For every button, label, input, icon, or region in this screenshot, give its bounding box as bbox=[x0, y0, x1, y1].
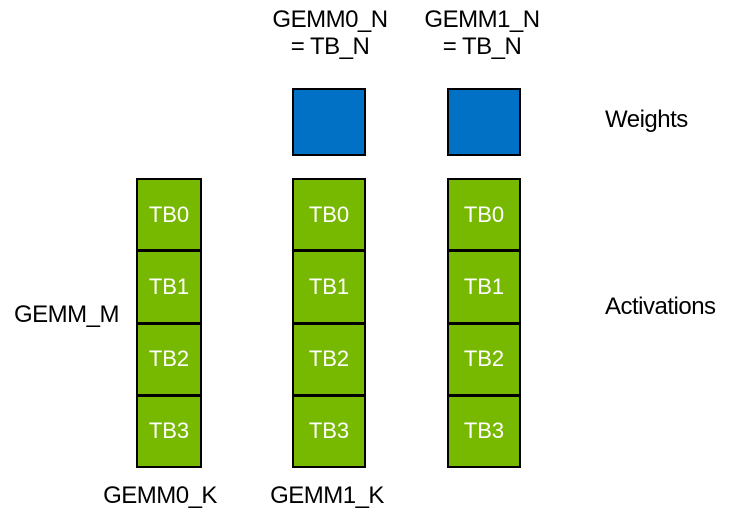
tb-block-label: TB1 bbox=[308, 273, 350, 299]
gemm0-n-dimension-label: GEMM0_N = TB_N bbox=[268, 6, 392, 60]
tb-block-label: TB2 bbox=[308, 346, 350, 372]
gemm1-k-dimension-label: GEMM1_K bbox=[270, 482, 384, 509]
gemm1-n-line1: GEMM1_N bbox=[424, 6, 540, 33]
gemm0-k-dimension-label: GEMM0_K bbox=[103, 482, 217, 509]
tb-block-label: TB0 bbox=[463, 201, 505, 227]
activation-column-0: TB0 TB1 TB2 TB3 bbox=[136, 178, 202, 468]
tb-block: TB0 bbox=[294, 180, 364, 250]
tb-block-label: TB2 bbox=[148, 346, 190, 372]
tb-block-label: TB2 bbox=[463, 346, 505, 372]
activation-column-2: TB0 TB1 TB2 TB3 bbox=[447, 178, 521, 468]
tb-block: TB3 bbox=[449, 396, 519, 466]
tb-block: TB1 bbox=[449, 252, 519, 322]
gemm-m-dimension-label: GEMM_M bbox=[14, 301, 120, 328]
tb-block: TB0 bbox=[138, 180, 200, 250]
weights-tile-1 bbox=[447, 88, 521, 156]
activation-column-1: TB0 TB1 TB2 TB3 bbox=[292, 178, 366, 468]
tb-block: TB2 bbox=[138, 324, 200, 394]
gemm0-n-line1: GEMM0_N bbox=[272, 6, 388, 33]
weights-legend-label: Weights bbox=[605, 106, 688, 133]
tb-block-label: TB3 bbox=[148, 418, 190, 444]
tb-block-label: TB1 bbox=[148, 273, 190, 299]
gemm1-n-line2: = TB_N bbox=[442, 33, 522, 60]
tb-block-label: TB3 bbox=[463, 418, 505, 444]
tb-block: TB3 bbox=[294, 396, 364, 466]
gemm0-n-line2: = TB_N bbox=[290, 33, 370, 60]
activations-legend-label: Activations bbox=[605, 293, 716, 320]
tb-block-label: TB0 bbox=[148, 201, 190, 227]
tb-block-label: TB3 bbox=[308, 418, 350, 444]
weights-tile-0 bbox=[292, 88, 366, 156]
tb-block: TB2 bbox=[449, 324, 519, 394]
tb-block: TB1 bbox=[294, 252, 364, 322]
tb-block: TB1 bbox=[138, 252, 200, 322]
tb-block-label: TB1 bbox=[463, 273, 505, 299]
tb-block: TB3 bbox=[138, 396, 200, 466]
gemm1-n-dimension-label: GEMM1_N = TB_N bbox=[420, 6, 544, 60]
tb-block: TB0 bbox=[449, 180, 519, 250]
tb-block-label: TB0 bbox=[308, 201, 350, 227]
tb-block: TB2 bbox=[294, 324, 364, 394]
